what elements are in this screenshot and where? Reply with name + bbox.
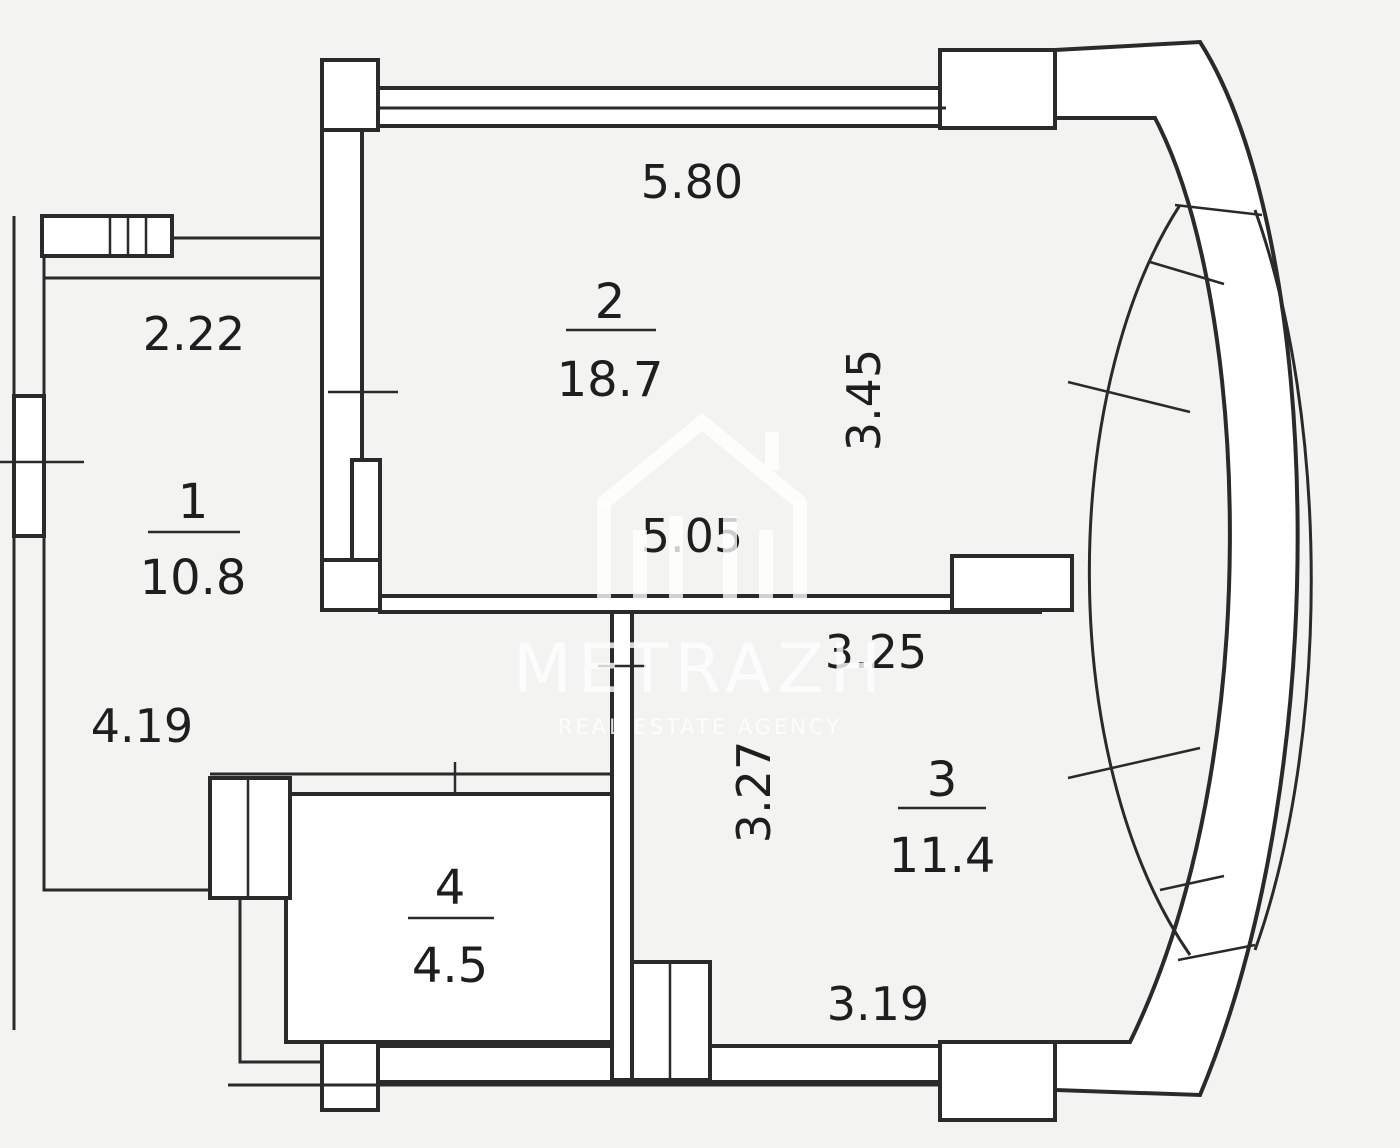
room-2-dim-side: 3.45 xyxy=(837,349,891,451)
room-4: 4 4.5 xyxy=(408,860,494,994)
room-3: 3 11.4 3.25 3.27 3.19 xyxy=(727,625,995,1031)
shaft-left xyxy=(208,776,292,900)
bay-tick xyxy=(1159,874,1225,892)
room-1: 1 10.8 2.22 4.19 xyxy=(91,307,247,753)
corner-pier xyxy=(320,558,382,612)
watermark-brand: METRAZH xyxy=(513,630,887,709)
room1-top-window xyxy=(40,214,174,258)
room-1-dim-side: 4.19 xyxy=(91,699,193,753)
bay-tick xyxy=(1149,260,1225,286)
bay-tick xyxy=(1177,943,1256,962)
room1-wall-left-b xyxy=(42,536,210,892)
room-3-area: 11.4 xyxy=(889,828,996,884)
wall-2-3 xyxy=(378,594,1042,614)
room-2: 2 18.7 5.80 3.45 5.05 xyxy=(557,155,891,563)
watermark-house-icon xyxy=(597,412,807,510)
room-1-dim-top: 2.22 xyxy=(143,307,245,361)
pier-right xyxy=(950,554,1074,612)
room-2-area: 18.7 xyxy=(557,352,664,408)
room-2-number: 2 xyxy=(595,274,626,330)
room-2-dim-top: 5.80 xyxy=(641,155,743,209)
bottom-left-pier xyxy=(320,1040,380,1112)
bay-window-wall xyxy=(1053,39,1300,1098)
room-3-dim-top: 3.25 xyxy=(825,625,927,679)
room1-upper-wall xyxy=(170,130,324,240)
bay-outer-line xyxy=(1253,209,1313,951)
bay-tick xyxy=(1174,203,1263,217)
top-left-pier xyxy=(320,58,380,132)
left-window xyxy=(12,394,46,538)
bay-tick xyxy=(1067,380,1191,414)
bay-inner-line xyxy=(1087,204,1192,956)
interior-walls xyxy=(208,128,1074,1082)
room-4-area: 4.5 xyxy=(412,938,488,994)
room-4-number: 4 xyxy=(435,860,466,916)
watermark-tagline: REAL ESTATE AGENCY xyxy=(558,715,842,739)
door-jamb xyxy=(350,458,382,562)
room-1-area: 10.8 xyxy=(140,550,247,606)
bottom-right-pier xyxy=(938,1040,1057,1122)
exterior-walls xyxy=(0,39,1313,1122)
watermark: METRAZH REAL ESTATE AGENCY xyxy=(513,412,887,739)
room-3-dim-bottom: 3.19 xyxy=(827,977,929,1031)
top-right-pier xyxy=(938,48,1057,130)
room-1-number: 1 xyxy=(178,474,209,530)
room-3-number: 3 xyxy=(927,752,958,808)
room-3-dim-side: 3.27 xyxy=(727,741,781,843)
room4-outer-wall xyxy=(238,890,322,1064)
bay-tick xyxy=(1067,746,1201,780)
